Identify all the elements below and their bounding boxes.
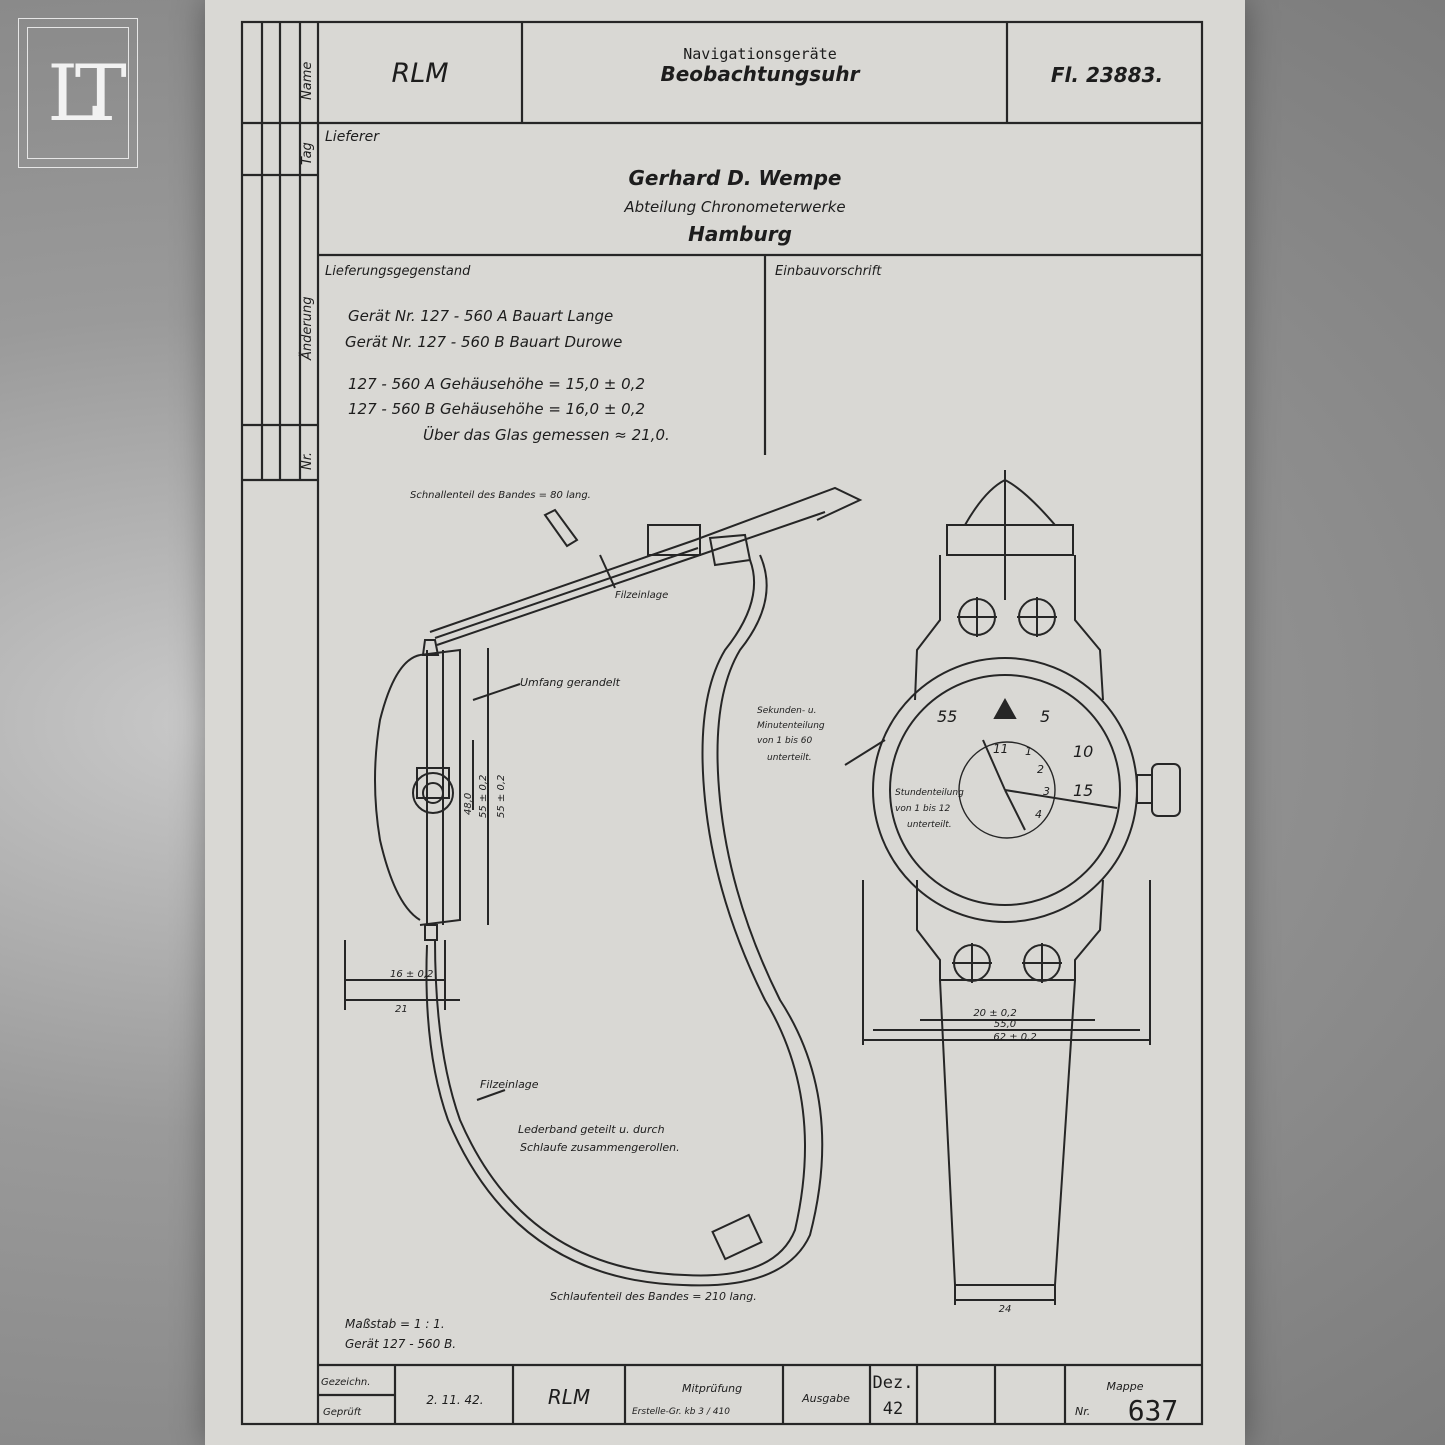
annot-buckle-strap: Schnallenteil des Bandes = 80 lang. (410, 490, 591, 501)
install-label: Einbauvorschrift (775, 264, 882, 279)
delivery-line3: 127 - 560 A Gehäusehöhe = 15,0 ± 0,2 (348, 375, 645, 393)
drawing-canvas: Name Tag Änderung Nr. RLM Navigationsger… (240, 20, 1204, 1427)
watch-side-view (344, 486, 863, 1287)
side-label-aenderung: Änderung (299, 297, 315, 361)
frame-lines (240, 20, 1204, 1426)
supplier-city: Hamburg (688, 222, 792, 246)
annot-bezel: Umfang gerandelt (520, 676, 621, 689)
dial-h2: 2 (1037, 763, 1044, 776)
annot-leather-2: Schlaufe zusammengerollen. (520, 1141, 680, 1154)
footer-number: 637 (1128, 1394, 1179, 1427)
dial-h1: 1 (1025, 745, 1032, 758)
dial-10: 10 (1073, 742, 1093, 761)
watch-front-view (844, 470, 1181, 1305)
dim-d7: 55,0 (994, 1019, 1016, 1030)
footer-year: 42 (883, 1399, 903, 1419)
delivery-line2: Gerät Nr. 127 - 560 B Bauart Durowe (345, 333, 622, 351)
annot-seconds-2: Minutenteilung (757, 721, 825, 731)
annot-hours-2: von 1 bis 12 (895, 804, 950, 814)
dim-d5: 55 ± 0,2 (496, 775, 507, 818)
dim-d2: 21 (395, 1004, 408, 1015)
annot-seconds-1: Sekunden- u. (757, 706, 817, 716)
dim-d9: 24 (999, 1304, 1012, 1315)
side-label-tag: Tag (300, 142, 315, 165)
footer-gezeichn: Gezeichn. (321, 1377, 370, 1388)
footer-erstellt: Erstelle-Gr. kb 3 / 410 (632, 1407, 730, 1417)
header-rlm: RLM (391, 58, 448, 89)
dim-d3: 48,0 (463, 793, 474, 815)
annot-hours-1: Stundenteilung (895, 788, 964, 798)
header-number: Fl. 23883. (1051, 63, 1163, 87)
delivery-line5: Über das Glas gemessen ≈ 21,0. (423, 425, 670, 444)
annot-seconds-3: von 1 bis 60 (757, 736, 812, 746)
header-title: Beobachtungsuhr (660, 62, 860, 86)
delivery-label: Lieferungsgegenstand (325, 264, 471, 279)
annot-felt-bottom: Filzeinlage (480, 1078, 539, 1091)
annot-seconds-4: unterteilt. (767, 753, 812, 763)
lt-logo: LT (18, 18, 138, 168)
dial-5: 5 (1040, 707, 1050, 726)
dial-55: 55 (937, 707, 957, 726)
footer-ausgabe: Ausgabe (801, 1392, 850, 1405)
dim-d4: 55 ± 0,2 (478, 775, 489, 818)
annot-hours-3: unterteilt. (907, 820, 952, 830)
footer-month: Dez. (873, 1373, 914, 1393)
dial-h4: 4 (1035, 808, 1042, 821)
scale-line2: Gerät 127 - 560 B. (345, 1337, 456, 1351)
delivery-line4: 127 - 560 B Gehäusehöhe = 16,0 ± 0,2 (348, 400, 645, 418)
supplier-name: Gerhard D. Wempe (629, 166, 842, 190)
footer-geprueft: Geprüft (323, 1407, 362, 1418)
footer-mappe: Mappe (1107, 1380, 1144, 1393)
annot-loop-strap: Schlaufenteil des Bandes = 210 lang. (550, 1290, 757, 1303)
scale-line1: Maßstab = 1 : 1. (345, 1317, 445, 1331)
technical-drawing-sheet: Name Tag Änderung Nr. RLM Navigationsger… (205, 0, 1245, 1445)
footer-nr: Nr. (1075, 1405, 1090, 1418)
footer-mitpruefung: Mitprüfung (682, 1382, 742, 1395)
side-label-nr: Nr. (300, 452, 315, 470)
supplier-label: Lieferer (325, 129, 380, 145)
dial-h11: 11 (993, 742, 1008, 756)
dial-15: 15 (1073, 781, 1093, 800)
dim-d6: 20 ± 0,2 (973, 1008, 1016, 1019)
annot-leather-1: Lederband geteilt u. durch (518, 1123, 665, 1136)
header-category: Navigationsgeräte (683, 45, 837, 63)
dim-d8: 62 ± 0,2 (993, 1032, 1036, 1043)
logo-mark: LT (47, 49, 126, 139)
footer-date: 2. 11. 42. (426, 1393, 483, 1407)
footer-rlm: RLM (548, 1385, 590, 1409)
supplier-dept: Abteilung Chronometerwerke (623, 198, 845, 216)
dial-h3: 3 (1043, 785, 1050, 798)
side-label-name: Name (300, 62, 315, 100)
dim-d1: 16 ± 0,2 (390, 969, 433, 980)
delivery-line1: Gerät Nr. 127 - 560 A Bauart Lange (348, 307, 613, 325)
annot-felt-top: Filzeinlage (615, 590, 668, 601)
